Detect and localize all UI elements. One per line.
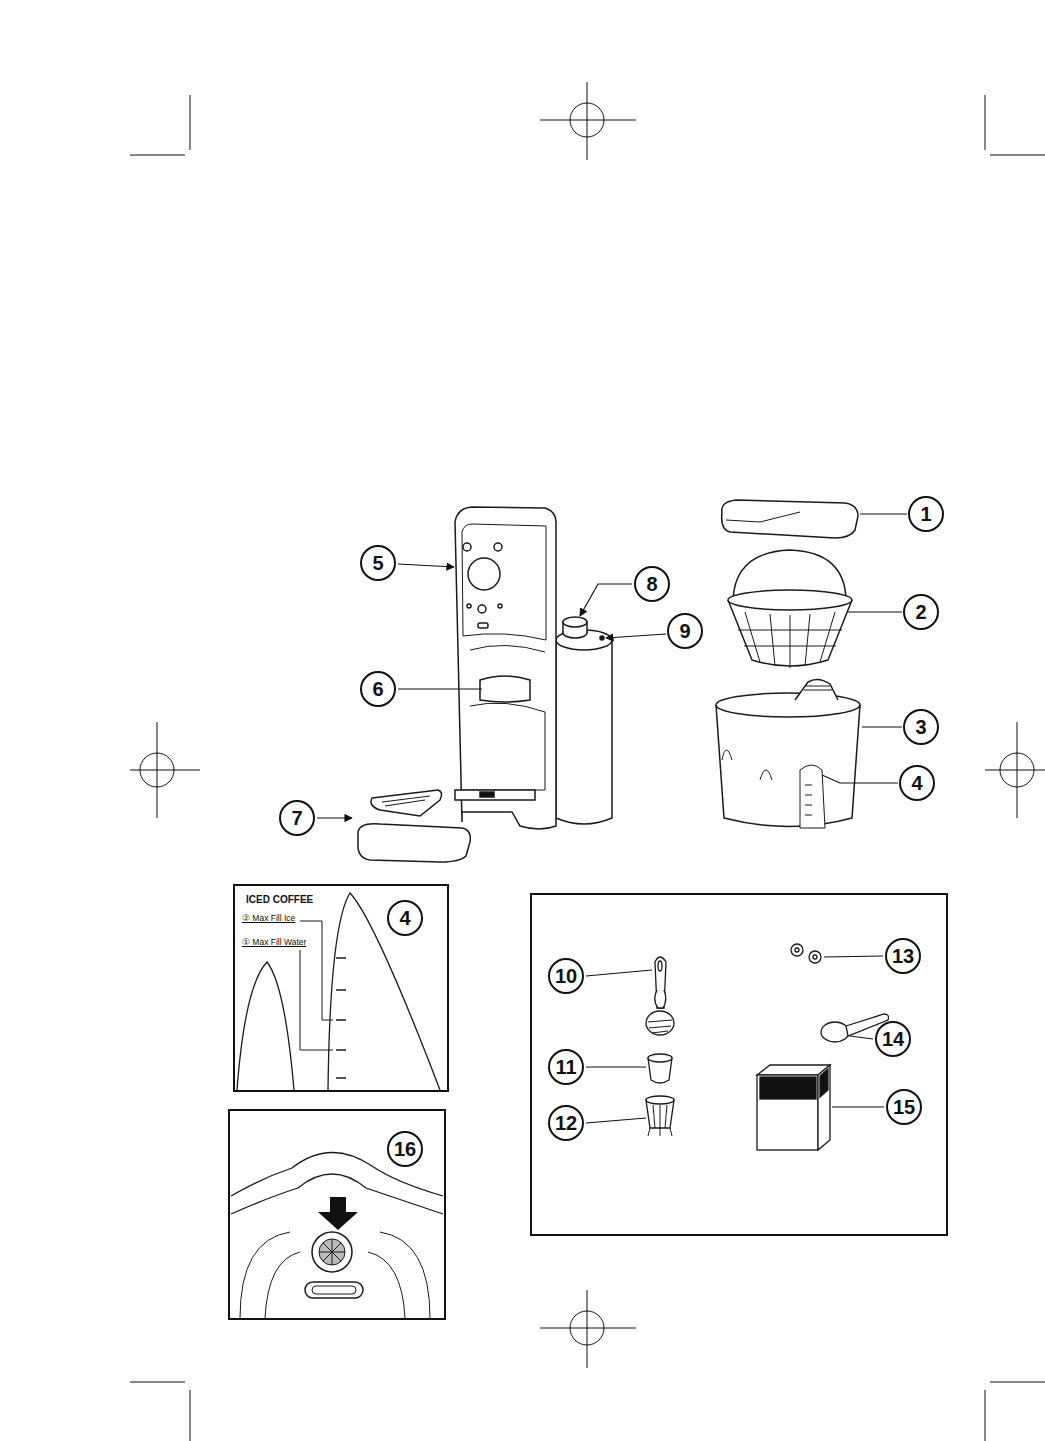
callout-number: 3 bbox=[915, 717, 926, 737]
callout-number: 11 bbox=[555, 1057, 576, 1077]
callout-circle: 11 bbox=[548, 1049, 584, 1085]
scale-label: ② Max Fill Ice bbox=[241, 914, 296, 923]
callout-circle: 6 bbox=[360, 671, 396, 707]
accessories-panel bbox=[531, 894, 947, 1235]
callout-circle: 10 bbox=[548, 958, 584, 994]
callout-circle: 3 bbox=[903, 709, 939, 745]
callout-number: 9 bbox=[679, 621, 690, 641]
callout-number: 4 bbox=[911, 773, 922, 793]
callout-circle: 14 bbox=[875, 1021, 911, 1057]
callout-number: 8 bbox=[646, 574, 657, 594]
callout-number: 6 bbox=[372, 679, 383, 699]
callout-circle: 12 bbox=[548, 1105, 584, 1141]
callout-number: 15 bbox=[893, 1097, 915, 1117]
callout-number: 1 bbox=[920, 504, 931, 524]
crop-marks bbox=[130, 82, 1045, 1441]
callout-circle: 5 bbox=[360, 545, 396, 581]
callout-circle: 13 bbox=[885, 938, 921, 974]
callout-number: 5 bbox=[372, 553, 383, 573]
callout-number: 4 bbox=[399, 908, 410, 928]
callout-number: 16 bbox=[394, 1139, 416, 1159]
callout-circle: 15 bbox=[886, 1089, 922, 1125]
callout-number: 13 bbox=[892, 946, 914, 966]
callout-number: 12 bbox=[555, 1113, 577, 1133]
callout-circle: 4 bbox=[899, 765, 935, 801]
callout-number: 10 bbox=[555, 966, 577, 986]
scale-label: ① Max Fill Water bbox=[241, 938, 307, 947]
callout-circle: 2 bbox=[903, 594, 939, 630]
callout-circle: 4 bbox=[387, 900, 423, 936]
callout-number: 2 bbox=[915, 602, 926, 622]
fill-scale-inset bbox=[237, 893, 440, 1090]
callout-circle: 16 bbox=[387, 1131, 423, 1167]
leader-lines bbox=[317, 514, 907, 1123]
drip-tray bbox=[358, 790, 470, 862]
lid-basket-carafe bbox=[716, 500, 860, 828]
callout-number: 14 bbox=[882, 1029, 904, 1049]
callout-number: 7 bbox=[291, 808, 302, 828]
inset-panel: ICED COFFEE ② Max Fill Ice ① Max Fill Wate… bbox=[233, 884, 449, 1092]
callout-circle: 1 bbox=[908, 496, 944, 532]
callout-circle: 7 bbox=[279, 800, 315, 836]
coffee-maker-base bbox=[455, 507, 612, 829]
scale-label: ICED COFFEE bbox=[245, 894, 314, 905]
callout-circle: 8 bbox=[634, 566, 670, 602]
valve-inset bbox=[229, 1110, 445, 1319]
callout-circle: 9 bbox=[667, 613, 703, 649]
